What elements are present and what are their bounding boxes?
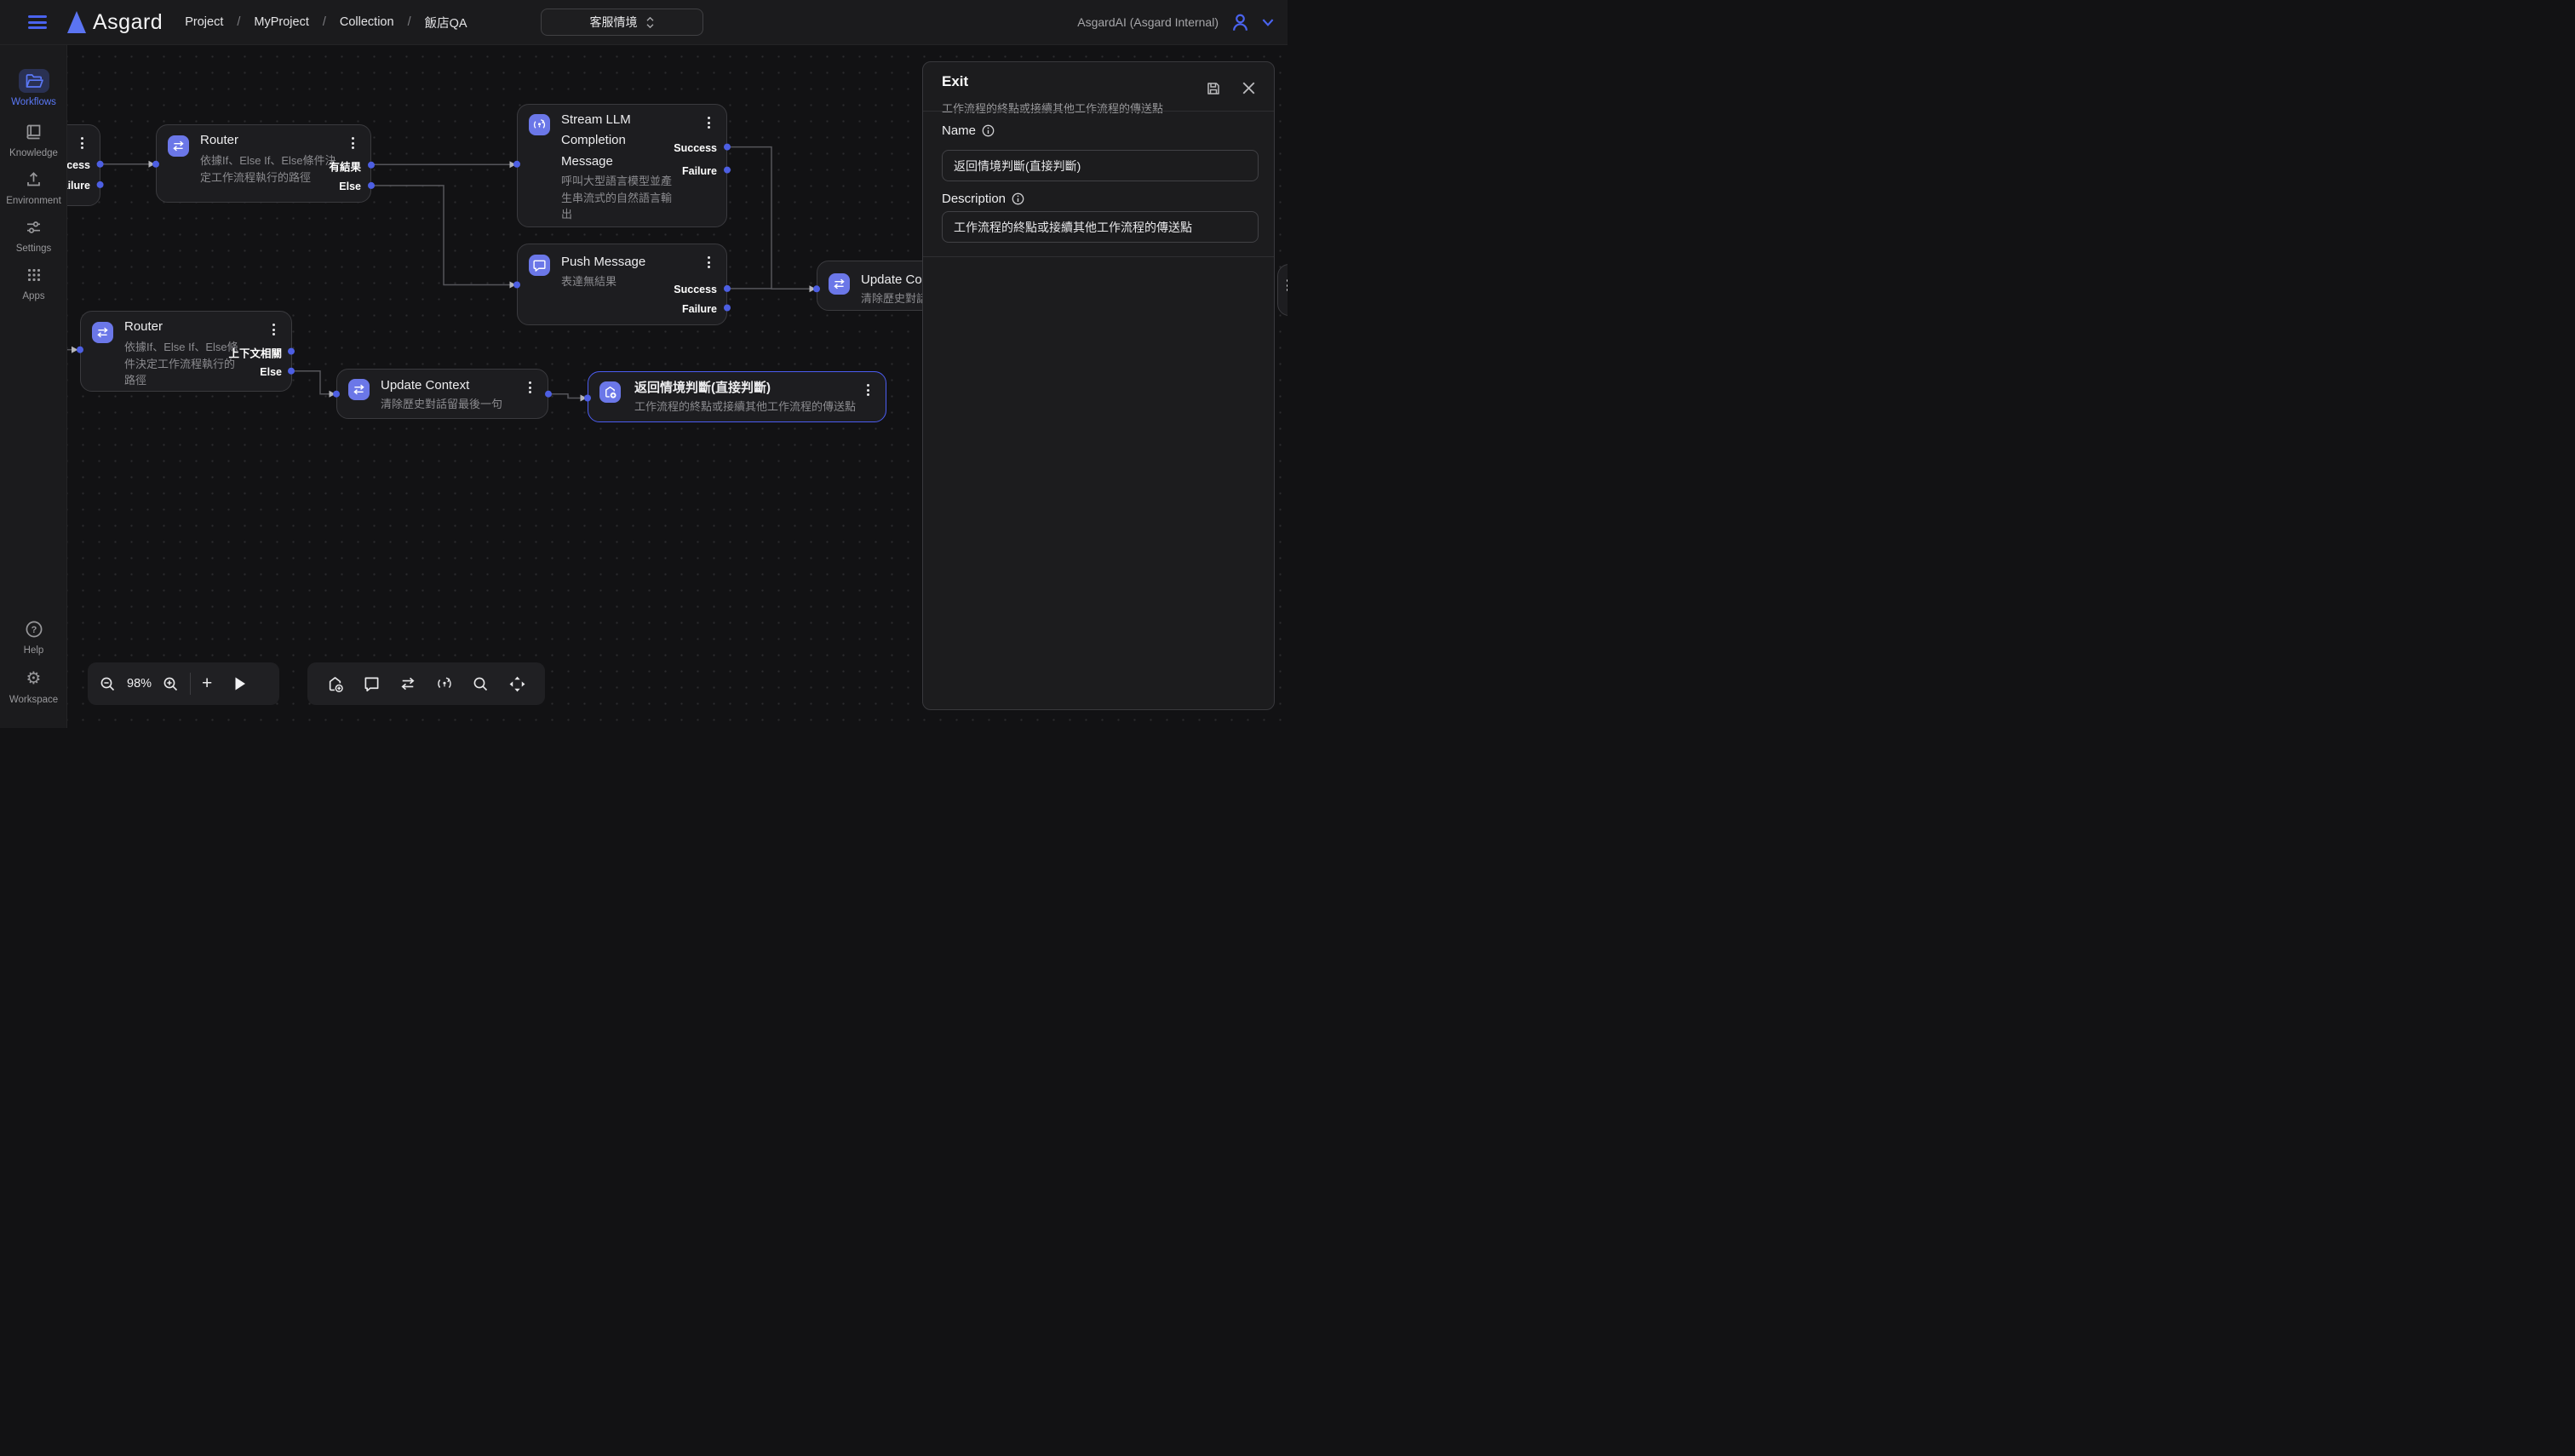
node-menu-icon[interactable]	[76, 136, 88, 150]
sliders-icon	[27, 221, 40, 233]
panel-section-divider	[923, 256, 1274, 257]
node-push-message[interactable]: Push Message 表達無結果 Success Failure	[517, 244, 727, 325]
svg-text:?: ?	[31, 625, 37, 635]
node-start[interactable]: Success Failure	[67, 124, 100, 206]
info-icon	[1012, 192, 1024, 205]
gear-icon: ⚙	[26, 669, 42, 688]
account-label: AsgardAI (Asgard Internal)	[1077, 15, 1219, 29]
exit-node-properties-panel: Exit 工作流程的終點或接續其他工作流程的傳送點 Name Descripti…	[922, 61, 1275, 710]
tools-toolbar	[307, 662, 545, 705]
environment-selector[interactable]: 客服情境	[540, 9, 703, 36]
node-menu-icon[interactable]	[524, 381, 536, 394]
description-input[interactable]	[942, 211, 1259, 243]
node-menu-icon[interactable]	[862, 383, 874, 397]
name-field-label: Name	[942, 123, 995, 138]
sidebar-item-help[interactable]: ? Help	[0, 617, 67, 656]
breadcrumb-collection[interactable]: Collection	[339, 15, 394, 29]
stream-icon	[529, 114, 550, 135]
swap-arrows-icon	[348, 379, 370, 400]
fit-view-icon[interactable]	[508, 675, 526, 693]
node-menu-icon[interactable]	[347, 136, 358, 150]
description-field-label: Description	[942, 192, 1024, 206]
sidebar-item-settings[interactable]: Settings	[0, 215, 67, 254]
swap-arrows-icon	[92, 322, 113, 343]
node-menu-icon[interactable]	[1282, 278, 1288, 292]
breadcrumb-project[interactable]: Project	[185, 15, 224, 29]
close-icon[interactable]	[1242, 82, 1255, 95]
node-update-context[interactable]: Update Context 清除歷史對話留最後一句	[336, 369, 548, 419]
stream-tool-icon[interactable]	[436, 675, 453, 692]
zoom-out-icon[interactable]	[100, 676, 116, 692]
sidebar-item-knowledge[interactable]: Knowledge	[0, 120, 67, 158]
panel-header-divider	[923, 111, 1274, 112]
folder-icon	[26, 74, 43, 88]
swap-arrows-icon	[168, 135, 189, 157]
book-icon	[26, 124, 41, 140]
add-node-button[interactable]: +	[202, 674, 213, 693]
save-icon[interactable]	[1206, 81, 1221, 96]
zoom-in-icon[interactable]	[163, 676, 179, 692]
node-menu-icon[interactable]	[703, 255, 714, 269]
node-stream-llm[interactable]: Stream LLM Completion Message 呼叫大型語言模型並產…	[517, 104, 727, 227]
top-bar: Asgard Project / MyProject / Collection …	[0, 0, 1288, 45]
search-tool-icon[interactable]	[473, 676, 489, 692]
app-name: Asgard	[93, 9, 163, 34]
node-menu-icon[interactable]	[703, 116, 714, 129]
sidebar-item-apps[interactable]: Apps	[0, 263, 67, 301]
chat-bubble-icon	[529, 255, 550, 276]
node-menu-icon[interactable]	[267, 323, 279, 336]
panel-title: Exit	[942, 73, 969, 89]
comment-tool-icon[interactable]	[364, 676, 380, 692]
node-exit-selected[interactable]: 返回情境判斷(直接判斷) 工作流程的終點或接續其他工作流程的傳送點	[588, 371, 886, 422]
breadcrumb-myproject[interactable]: MyProject	[254, 15, 309, 29]
sidebar-item-workflows[interactable]: Workflows	[0, 69, 67, 107]
sidebar: Workflows Knowledge Environment Settings	[0, 45, 67, 728]
node-hidden-sliver[interactable]	[1277, 264, 1288, 316]
exit-icon	[599, 381, 621, 403]
help-circle-icon: ?	[26, 621, 42, 638]
upload-icon	[27, 172, 40, 186]
node-router-2[interactable]: Router 依據If、Else If、Else條件決定工作流程執行的路徑 上下…	[80, 311, 292, 392]
asgard-logo-icon	[67, 11, 86, 33]
apps-grid-icon	[27, 269, 40, 281]
breadcrumb-current[interactable]: 飯店QA	[424, 16, 467, 31]
node-router-1[interactable]: Router 依據If、Else If、Else條件決定工作流程執行的路徑 有結…	[156, 124, 371, 203]
breadcrumb: Project / MyProject / Collection / 飯店QA	[185, 14, 467, 32]
toolbar-divider	[190, 673, 192, 695]
hamburger-menu-icon[interactable]	[28, 15, 47, 29]
account-chevron-down-icon[interactable]	[1262, 18, 1274, 26]
sidebar-item-workspace[interactable]: ⚙ Workspace	[9, 669, 59, 705]
swap-arrows-icon	[829, 273, 850, 295]
zoom-level: 98%	[127, 677, 152, 691]
name-input[interactable]	[942, 150, 1259, 181]
info-icon	[982, 124, 995, 137]
swap-arrows-tool-icon[interactable]	[399, 677, 416, 691]
sidebar-item-environment[interactable]: Environment	[0, 168, 67, 206]
user-icon[interactable]	[1230, 13, 1250, 32]
updown-chevrons-icon	[646, 16, 654, 28]
zoom-toolbar: 98% +	[88, 662, 279, 705]
add-exit-node-icon[interactable]	[326, 675, 344, 693]
run-workflow-button[interactable]	[233, 676, 247, 691]
panel-subtitle: 工作流程的終點或接續其他工作流程的傳送點	[942, 102, 1164, 115]
